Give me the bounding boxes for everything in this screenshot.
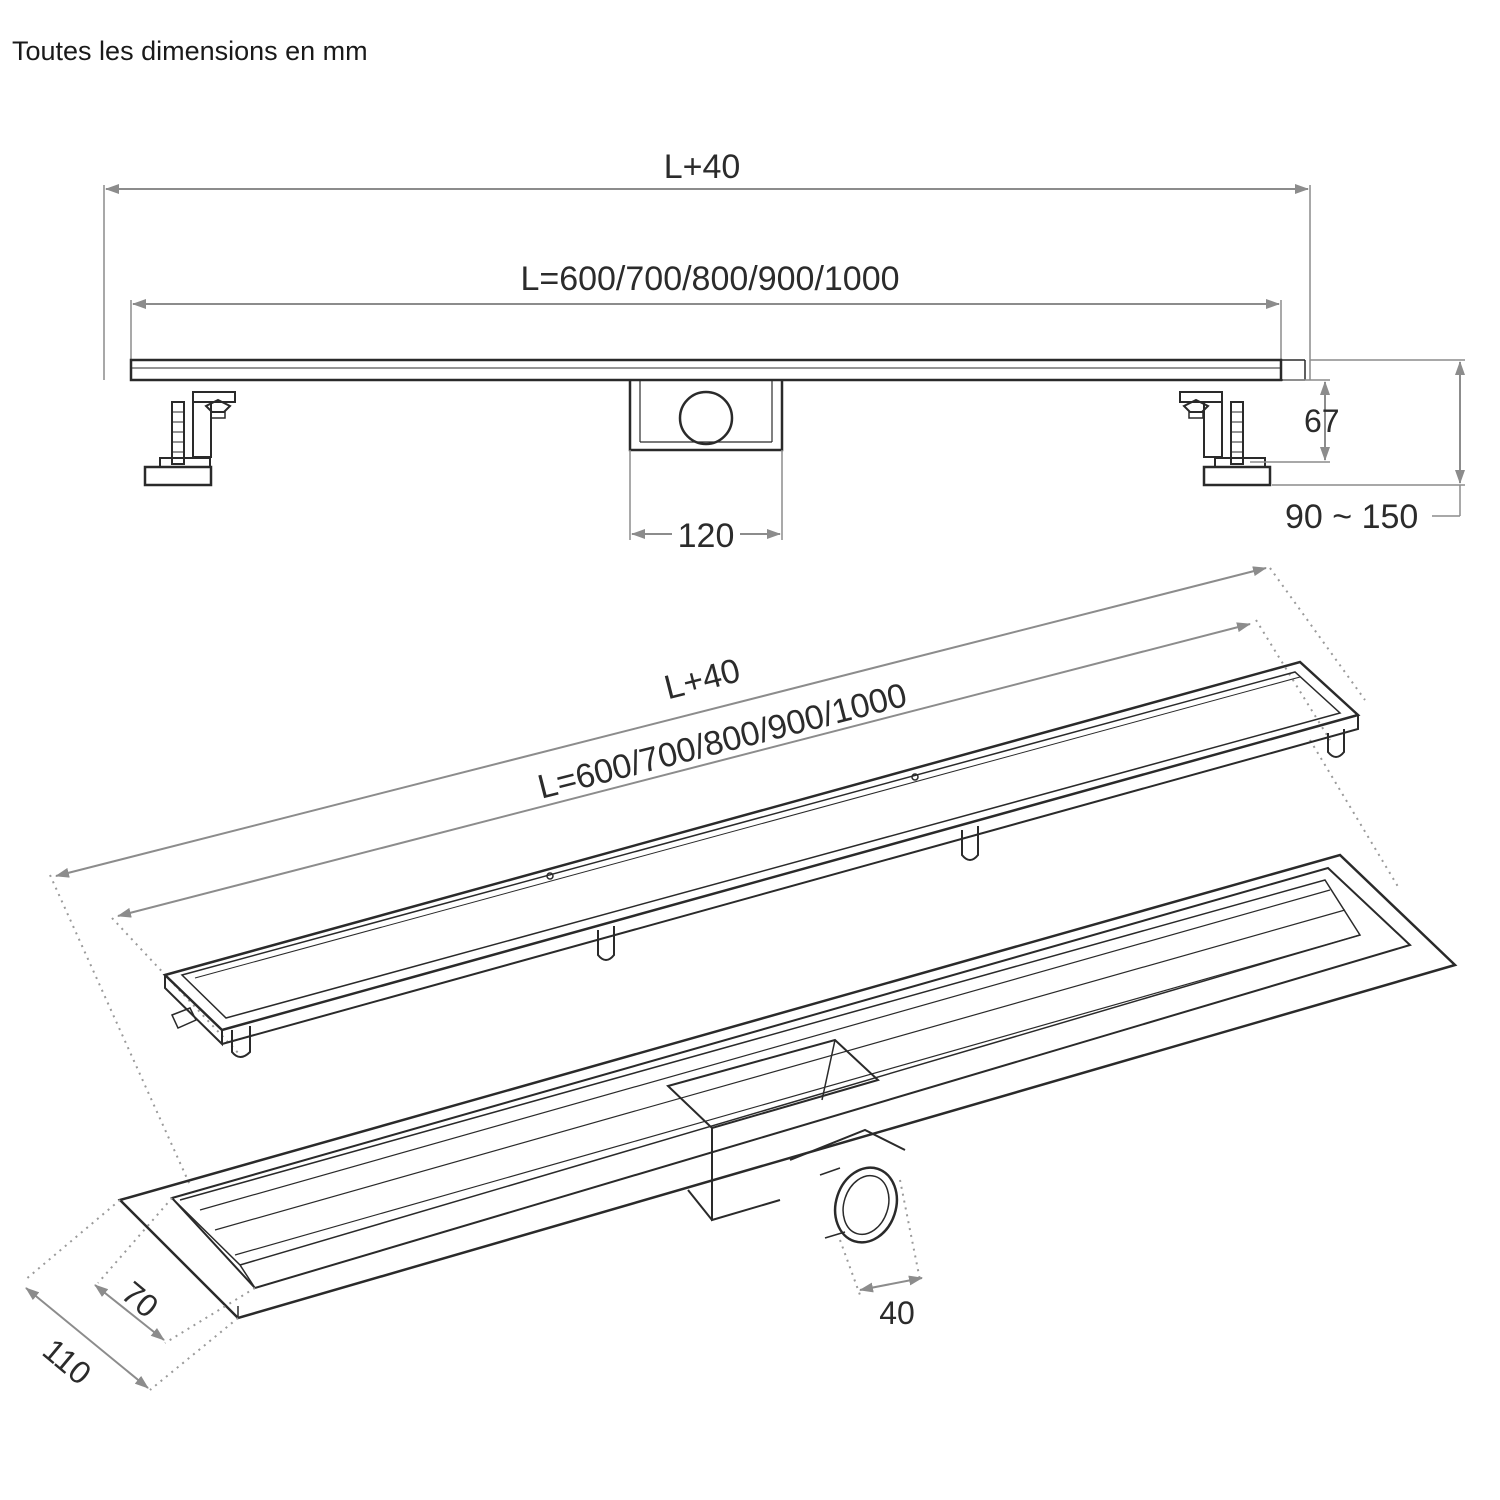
outlet-diameter-label: 40	[879, 1295, 915, 1331]
outlet-width-label: 120	[678, 517, 735, 555]
right-foot	[1179, 391, 1272, 487]
height-range-label: 90 ~ 150	[1285, 498, 1418, 536]
grate-frame	[162, 660, 1361, 1058]
overall-length-label: L+40	[664, 148, 741, 186]
iso-length-label: L=600/700/800/900/1000	[534, 676, 911, 806]
left-foot	[143, 391, 236, 487]
body-height-label: 67	[1304, 403, 1340, 439]
length-label: L=600/700/800/900/1000	[520, 260, 899, 298]
drain-top-plate	[129, 358, 1283, 382]
channel-body	[117, 853, 1458, 1320]
side-view: L+40 L=600/700/800/900/1000 120	[103, 148, 1465, 555]
outlet-pipe	[789, 1128, 906, 1161]
outlet-pipe-circle	[678, 390, 734, 446]
outlet-body	[628, 380, 784, 452]
inner-width-label: 70	[115, 1274, 165, 1324]
iso-overall-length-label: L+40	[660, 651, 744, 707]
caption: Toutes les dimensions en mm	[12, 36, 368, 66]
iso-length-dim-line	[117, 622, 1251, 918]
isometric-view: L+40 L=600/700/800/900/1000	[24, 566, 1458, 1392]
